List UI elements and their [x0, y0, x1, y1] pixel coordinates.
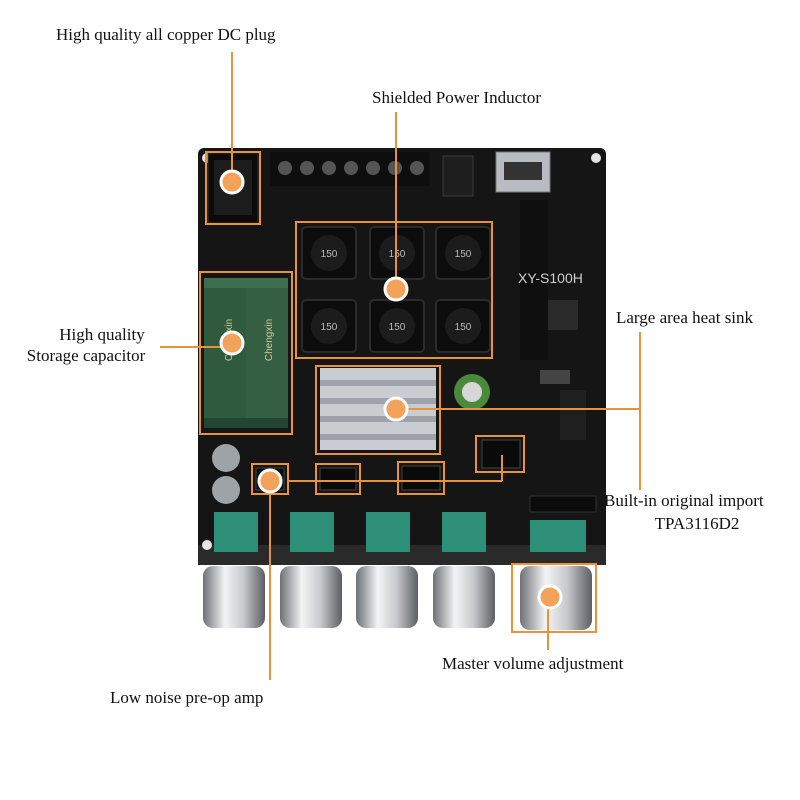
label-capacitor-1: High quality	[59, 325, 145, 344]
inductor-marking: 150	[389, 249, 406, 260]
label-preamp: Low noise pre-op amp	[110, 688, 264, 707]
inductor-marking: 150	[455, 249, 472, 260]
small-capacitor	[212, 444, 240, 472]
op-amp-chip	[401, 465, 441, 491]
inductor-marking: 150	[321, 322, 338, 333]
label-heat-sink: Large area heat sink	[616, 308, 754, 327]
marker-dot-inductor	[383, 276, 409, 302]
heat-sink	[320, 368, 436, 450]
marker-dot-volume	[537, 584, 563, 610]
label-dc-plug: High quality all copper DC plug	[56, 25, 276, 44]
label-inductor: Shielded Power Inductor	[372, 88, 542, 107]
label-capacitor-2: Storage capacitor	[26, 346, 146, 365]
op-amp-chip	[319, 467, 357, 491]
marker-dots	[219, 169, 563, 610]
label-volume: Master volume adjustment	[442, 654, 624, 673]
mounting-hole	[202, 540, 212, 550]
marker-dot-preamp	[257, 468, 283, 494]
label-chip-1: Built-in original import	[604, 491, 764, 510]
power-switch	[442, 155, 474, 197]
marker-dot-dc-plug	[219, 169, 245, 195]
inductor-marking: 150	[455, 322, 472, 333]
header-pins	[529, 495, 597, 513]
knobs	[203, 566, 592, 630]
small-capacitor	[212, 476, 240, 504]
board-model-text: XY-S100H	[518, 270, 583, 286]
marker-dot-heat-sink	[383, 396, 409, 422]
potentiometer-bodies	[214, 512, 586, 552]
screw-terminals	[270, 152, 430, 186]
storage-capacitors	[204, 278, 288, 428]
marker-dot-capacitor	[219, 330, 245, 356]
leader-lines	[160, 52, 641, 680]
inductor-marking: 150	[321, 249, 338, 260]
label-chip-2: TPA3116D2	[654, 514, 740, 533]
inductor-marking: 150	[389, 322, 406, 333]
capacitor-brand: Chengxin	[264, 319, 275, 361]
mounting-hole	[591, 153, 601, 163]
